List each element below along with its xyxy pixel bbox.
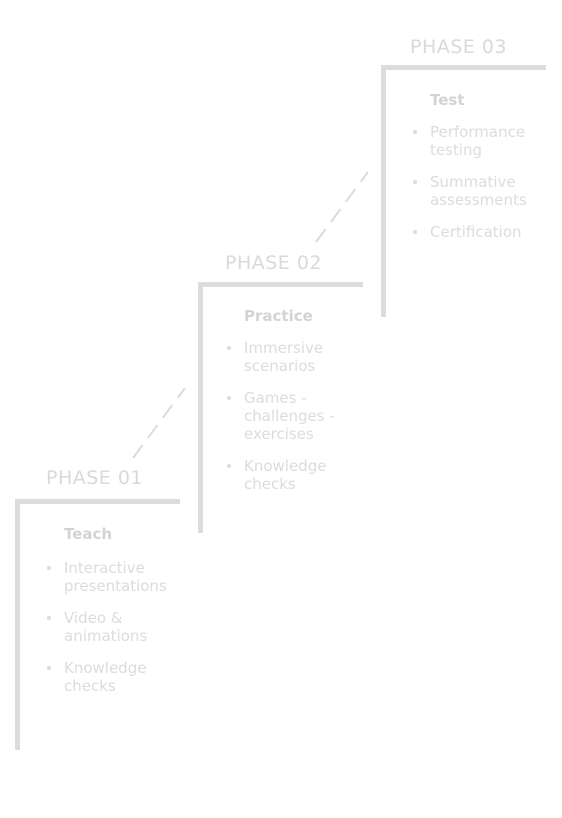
list-item: Games - challenges - exercises [226, 389, 361, 443]
list-item: Summative assessments [412, 173, 552, 209]
phase-02-list: Immersive scenarios Games - challenges -… [226, 339, 361, 507]
phase-01-frame [15, 499, 180, 750]
phase-03-frame [381, 65, 546, 317]
phase-02-frame [198, 282, 363, 533]
phase-01-list: Interactive presentations Video & animat… [46, 559, 186, 709]
list-item: Immersive scenarios [226, 339, 361, 375]
list-item: Interactive presentations [46, 559, 186, 595]
phase-03-title: Test [430, 91, 465, 109]
phase-03-label: PHASE 03 [410, 36, 508, 58]
list-item: Certification [412, 223, 552, 241]
phase-01-title: Teach [64, 525, 113, 543]
phase-02-title: Practice [244, 307, 313, 325]
list-item: Video & animations [46, 609, 186, 645]
phase-01-label: PHASE 01 [46, 467, 144, 489]
phase-03-list: Performance testing Summative assessment… [412, 123, 552, 255]
list-item: Knowledge checks [46, 659, 186, 695]
list-item: Knowledge checks [226, 457, 361, 493]
connector-1-2 [132, 387, 186, 459]
phase-02-label: PHASE 02 [225, 252, 323, 274]
connector-2-3 [315, 171, 369, 243]
list-item: Performance testing [412, 123, 552, 159]
